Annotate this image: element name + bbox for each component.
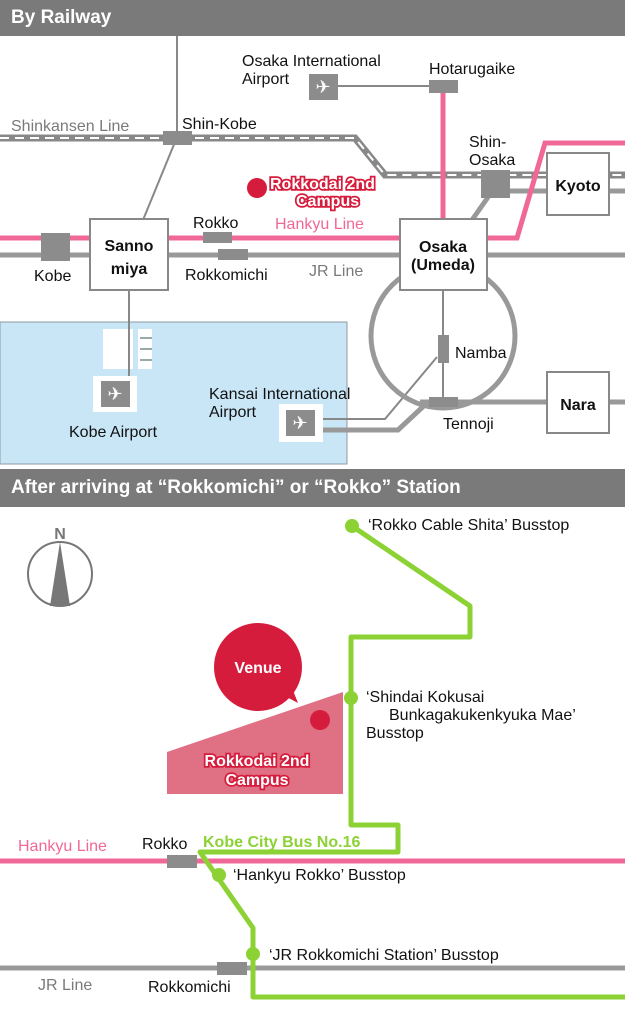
busstop-cable-shita-marker[interactable] <box>345 519 359 533</box>
local-rokkomichi-station <box>217 962 247 975</box>
shin-kobe-sannomiya-line <box>142 141 176 221</box>
local-campus-label-1: Rokkodai 2nd <box>205 753 310 770</box>
local-rokko-station <box>167 855 197 868</box>
namba-label: Namba <box>455 345 507 362</box>
osaka-airport-icon: ✈ <box>309 74 338 100</box>
osaka-station-box <box>399 218 488 291</box>
kobe-station <box>41 233 70 261</box>
shin-osaka-label-1: Shin- <box>469 134 506 151</box>
svg-text:✈: ✈ <box>292 413 307 433</box>
kobe-airport-icon: ✈ <box>93 376 137 412</box>
sannomiya-label-2: miya <box>111 261 148 278</box>
kansai-airport-label-2: Airport <box>209 404 257 421</box>
campus-label-1-fill: Rokkodai 2nd <box>270 176 375 193</box>
local-section-header: After arriving at “Rokkomichi” or “Rokko… <box>0 469 625 507</box>
campus-marker <box>247 178 267 198</box>
local-section-title: After arriving at “Rokkomichi” or “Rokko… <box>11 477 461 498</box>
hotarugaike-station <box>429 80 458 93</box>
osaka-label-2: (Umeda) <box>411 257 475 274</box>
local-rokko-label: Rokko <box>142 836 187 853</box>
local-rokkomichi-label: Rokkomichi <box>148 979 231 996</box>
kansai-airport-label-1: Kansai International <box>209 386 350 403</box>
local-campus-label-2-outline: Campus <box>225 772 288 789</box>
rokkomichi-station <box>218 249 248 260</box>
kobe-label: Kobe <box>34 268 71 285</box>
busstop-shindai-marker[interactable] <box>344 691 358 705</box>
kobe-airport-label: Kobe Airport <box>69 424 158 441</box>
railway-section-title: By Railway <box>11 7 112 28</box>
railway-section-header: By Railway <box>0 0 625 36</box>
shin-kobe-station <box>163 131 192 145</box>
svg-text:✈: ✈ <box>107 384 122 404</box>
jr-line-label: JR Line <box>309 263 363 280</box>
osaka-airport-label-1: Osaka International <box>242 53 381 70</box>
shin-kobe-label: Shin-Kobe <box>182 116 257 133</box>
sannomiya-label-1: Sanno <box>105 238 154 255</box>
rokko-station <box>203 232 232 243</box>
busstop-hankyu-rokko-label: ‘Hankyu Rokko’ Busstop <box>233 867 406 884</box>
venue-label: Venue <box>234 660 281 677</box>
busstop-shindai-label-2: Bunkagakukenkyuka Mae’ <box>389 707 576 724</box>
nara-station-box <box>546 371 610 434</box>
campus-label-2-fill: Campus <box>296 193 359 210</box>
shinkansen-line-label: Shinkansen Line <box>11 118 129 135</box>
busstop-shindai-label-1: ‘Shindai Kokusai <box>366 689 484 706</box>
osaka-airport-label-2: Airport <box>242 71 290 88</box>
venue-callout <box>214 623 302 711</box>
campus-label-1: Rokkodai 2nd <box>270 176 375 193</box>
nara-label: Nara <box>560 397 596 414</box>
tennoji-station <box>429 397 458 407</box>
rokko-label: Rokko <box>193 215 238 232</box>
busstop-hankyu-rokko-marker[interactable] <box>212 868 226 882</box>
busstop-jr-rokkomichi-marker[interactable] <box>246 947 260 961</box>
tennoji-label: Tennoji <box>443 416 494 433</box>
shin-osaka-station <box>481 170 510 198</box>
kansai-airport-icon: ✈ <box>279 404 323 442</box>
local-campus-label-2: Campus <box>225 772 288 789</box>
venue-marker <box>310 710 330 730</box>
hankyu-kyoto-line <box>488 140 625 241</box>
svg-text:✈: ✈ <box>315 77 330 97</box>
kyoto-station-box <box>546 152 610 216</box>
local-campus-label-1-outline: Rokkodai 2nd <box>205 753 310 770</box>
campus-area <box>167 692 343 794</box>
compass-north-label: N <box>54 526 66 543</box>
busstop-cable-shita-label: ‘Rokko Cable Shita’ Busstop <box>368 517 569 534</box>
busstop-shindai-label-3: Busstop <box>366 725 424 742</box>
jr-kansai-airport-line <box>318 400 430 433</box>
campus-label-2: Campus <box>296 193 359 210</box>
namba-station <box>438 335 449 363</box>
compass-icon <box>27 541 93 607</box>
hotarugaike-label: Hotarugaike <box>429 61 515 78</box>
busstop-jr-rokkomichi-label: ‘JR Rokkomichi Station’ Busstop <box>269 947 499 964</box>
local-jr-line-label: JR Line <box>38 977 92 994</box>
bus-route-label: Kobe City Bus No.16 <box>203 834 360 851</box>
rokkomichi-label: Rokkomichi <box>185 267 268 284</box>
kyoto-label: Kyoto <box>555 178 601 195</box>
local-hankyu-line-label: Hankyu Line <box>18 838 107 855</box>
hankyu-line-label: Hankyu Line <box>275 216 364 233</box>
shinkansen-line <box>0 134 625 179</box>
nankai-line <box>318 356 438 420</box>
sannomiya-station-box <box>89 218 169 291</box>
shin-osaka-label-2: Osaka <box>469 152 515 169</box>
osaka-label-1: Osaka <box>419 239 467 256</box>
